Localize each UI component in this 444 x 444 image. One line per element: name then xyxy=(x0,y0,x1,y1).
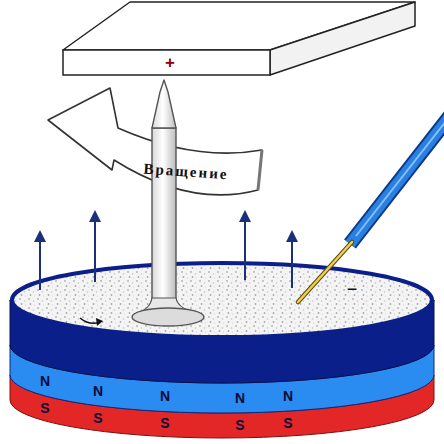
wire-insulation xyxy=(350,116,444,244)
pole-letter: S xyxy=(93,410,102,426)
pole-letter: S xyxy=(235,417,244,433)
pole-letter: N xyxy=(283,388,293,404)
wire-insulation-outline xyxy=(350,116,444,244)
copper-wire xyxy=(298,242,352,302)
battery-side-face xyxy=(270,2,415,75)
nail-head xyxy=(132,308,204,326)
pole-letter: S xyxy=(160,415,169,431)
pole-letter: N xyxy=(93,383,103,399)
magnet-top-surface xyxy=(12,263,432,337)
pole-letter: N xyxy=(40,373,50,389)
copper-wire-outline xyxy=(298,242,352,302)
magnet-south-band: S S S S S xyxy=(10,370,434,442)
pole-letter: N xyxy=(235,390,245,406)
nail-shaft xyxy=(152,128,176,308)
magnet-north-band: N N N N N xyxy=(10,340,434,415)
pole-letter: N xyxy=(160,388,170,404)
wire-highlight xyxy=(356,116,444,236)
polarity-sign: + xyxy=(165,53,175,73)
nail-tip xyxy=(152,80,176,128)
pole-letter: S xyxy=(283,415,292,431)
battery-terminal: + xyxy=(63,50,270,75)
pole-letter: S xyxy=(40,400,49,416)
polarity-sign: − xyxy=(347,279,358,300)
battery-front-face xyxy=(63,50,270,75)
small-rotation-arrowhead xyxy=(96,318,103,326)
rotation-arrow-tail xyxy=(258,150,262,190)
